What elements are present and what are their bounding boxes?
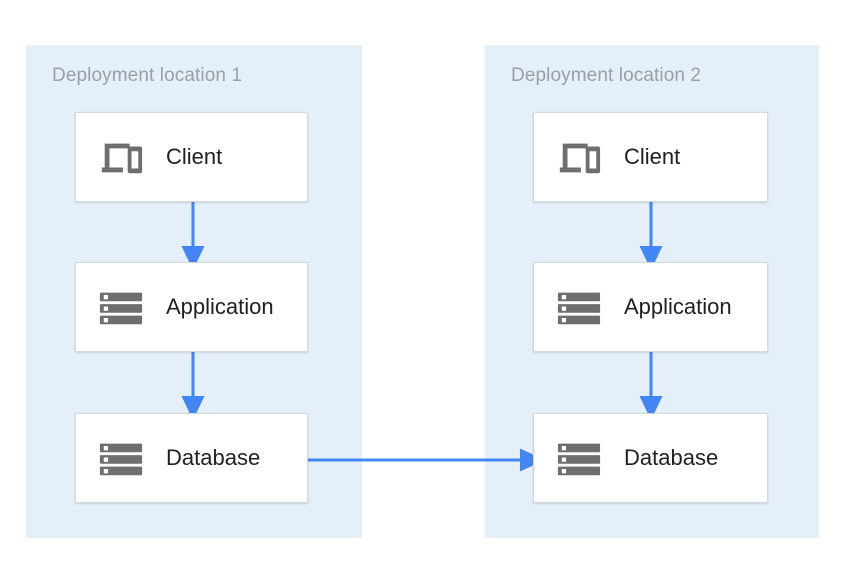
- devices-icon: [559, 143, 601, 174]
- node-client-1[interactable]: Client: [75, 112, 308, 202]
- server-icon: [557, 292, 601, 325]
- server-icon: [99, 292, 143, 325]
- node-application-2[interactable]: Application: [533, 262, 768, 352]
- node-database-1[interactable]: Database: [75, 413, 308, 503]
- zone-2-title: Deployment location 2: [511, 65, 702, 86]
- connector-app-1-to-database-1: [181, 346, 205, 420]
- server-icon: [557, 443, 601, 476]
- node-database-2-label: Database: [624, 445, 719, 470]
- node-client-1-label: Client: [166, 144, 223, 169]
- connector-app-2-to-database-2: [639, 346, 663, 420]
- node-application-2-label: Application: [624, 294, 732, 319]
- connector-client-1-to-app-1: [181, 196, 205, 270]
- node-application-1-label: Application: [166, 294, 274, 319]
- connector-client-2-to-app-2: [639, 196, 663, 270]
- zone-1-title: Deployment location 1: [52, 65, 243, 86]
- connector-database-1-to-database-2: [300, 448, 545, 472]
- node-database-1-label: Database: [166, 445, 261, 470]
- node-client-2[interactable]: Client: [533, 112, 768, 202]
- server-icon: [99, 443, 143, 476]
- node-application-1[interactable]: Application: [75, 262, 308, 352]
- devices-icon: [101, 143, 143, 174]
- node-database-2[interactable]: Database: [533, 413, 768, 503]
- node-client-2-label: Client: [624, 144, 681, 169]
